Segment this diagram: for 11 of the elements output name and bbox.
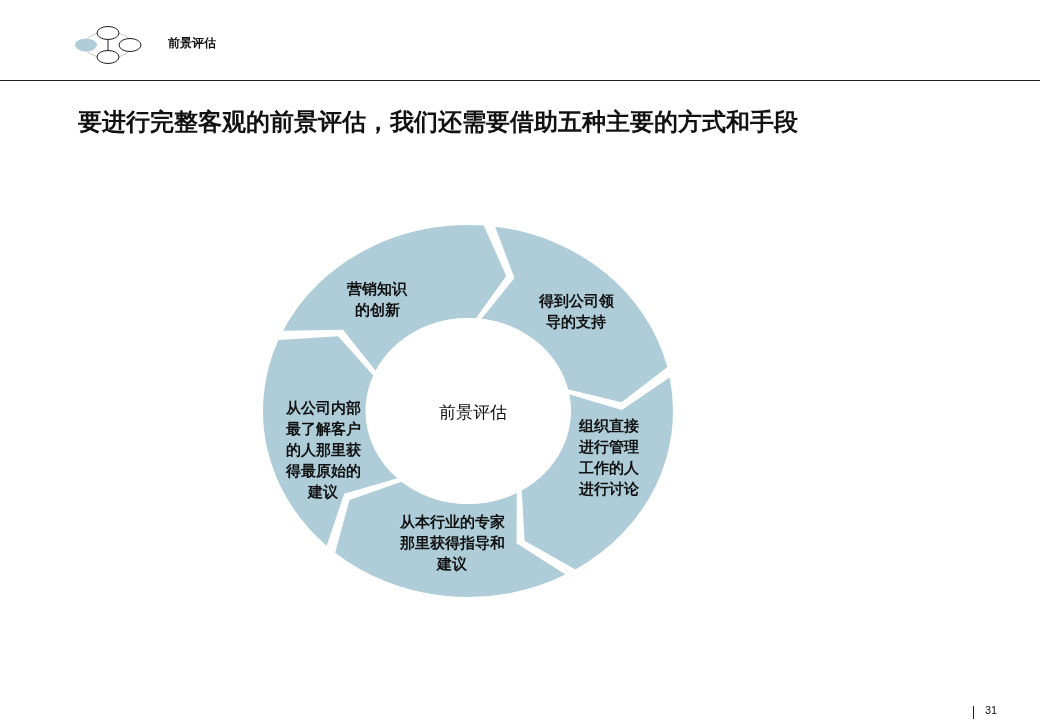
page-number: 31 xyxy=(985,704,998,716)
header-label: 前景评估 xyxy=(168,35,216,52)
center-label: 前景评估 xyxy=(439,400,507,424)
arrow-segment xyxy=(481,226,668,403)
slide-title: 要进行完整客观的前景评估，我们还需要借助五种主要的方式和手段 xyxy=(78,106,798,138)
segment-label: 得到公司领导的支持 xyxy=(537,291,615,333)
segment-label: 营销知识的创新 xyxy=(346,279,408,321)
segment-label: 从本行业的专家那里获得指导和建议 xyxy=(398,511,506,575)
segment-label: 组织直接进行管理工作的人进行讨论 xyxy=(578,416,640,500)
arrow-segment xyxy=(283,225,507,371)
segment-label: 从公司内部最了解客户的人那里获得最原始的建议 xyxy=(284,397,362,503)
